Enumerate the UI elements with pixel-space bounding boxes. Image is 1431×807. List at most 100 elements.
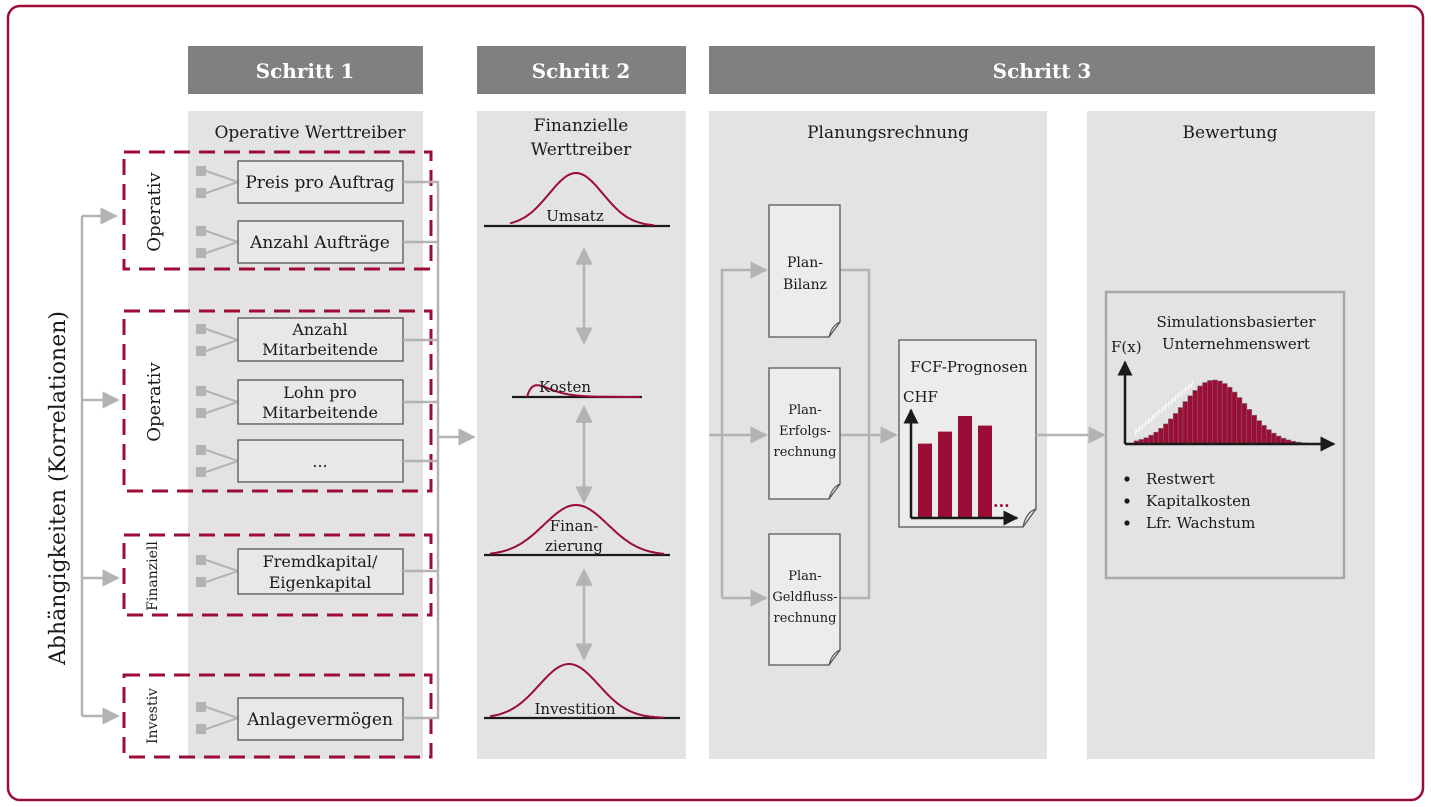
group-operativ-2 — [122, 309, 433, 493]
group-label-operativ-1: Operativ — [144, 171, 165, 251]
dist-curve-investition — [489, 663, 664, 719]
bullet-dot-3 — [1124, 520, 1130, 526]
dist-curve-finanzierung — [489, 503, 665, 555]
driver-fk-label-2: Eigenkapital — [269, 573, 372, 592]
histogram-bar — [1202, 382, 1208, 445]
group-investiv — [122, 673, 433, 759]
histogram-bar — [1182, 401, 1189, 445]
fcf-title: FCF-Prognosen — [910, 358, 1028, 376]
plan-erfolg-label-1: Plan- — [788, 403, 821, 418]
input-connector — [205, 170, 239, 183]
step1-label: Schritt 1 — [256, 59, 355, 83]
input-connector — [205, 241, 239, 254]
cdf-tick — [1183, 386, 1187, 394]
histogram-bar — [1187, 395, 1194, 445]
plan-erfolg-label-3: rechnung — [773, 445, 836, 460]
input-connector — [205, 460, 239, 473]
plan-bilanz-label-2: Bilanz — [783, 277, 827, 293]
histogram-bar — [1158, 428, 1164, 445]
plan-geld-label-1: Plan- — [788, 569, 821, 584]
fcf-bar — [918, 443, 932, 518]
plan-geld-label-3: rechnung — [773, 611, 836, 626]
histogram-bar — [1221, 383, 1228, 445]
cdf-tick — [1177, 392, 1181, 399]
fcf-bar — [958, 416, 972, 518]
input-connector — [205, 390, 239, 403]
input-square — [196, 166, 206, 176]
input-connector — [205, 559, 239, 572]
input-square — [196, 408, 206, 418]
input-square — [196, 555, 206, 565]
bullet-dot-2 — [1124, 498, 1130, 504]
cdf-tick — [1134, 428, 1138, 436]
fcf-bar — [938, 431, 952, 518]
step3-header — [709, 46, 1375, 94]
plan-erfolg-label-2: Erfolgs- — [779, 424, 831, 439]
cdf-tick — [1167, 400, 1171, 408]
fcf-ellipsis: ... — [993, 492, 1010, 511]
input-square — [196, 467, 206, 477]
histogram-bar — [1168, 418, 1174, 445]
fcf-bar — [978, 425, 992, 518]
plan-geld-label-2: Geldfluss- — [772, 590, 837, 605]
driver-anlage-label: Anlagevermögen — [246, 710, 393, 730]
operative-panel — [188, 111, 423, 759]
dist-curve-umsatz — [509, 171, 655, 227]
plan-bilanz-doc — [768, 204, 841, 338]
driver-box-fk-ek — [237, 548, 404, 595]
step2-label: Schritt 2 — [532, 59, 631, 83]
input-connector — [205, 570, 239, 583]
valuation-cdf-ticks — [1134, 381, 1194, 436]
step1-header — [188, 46, 423, 94]
input-square — [196, 248, 206, 258]
histogram-bar — [1231, 391, 1238, 445]
histogram-bar — [1172, 413, 1179, 445]
planning-panel-title: Planungsrechnung — [807, 123, 969, 143]
dist-label-kosten: Kosten — [539, 378, 591, 396]
driver-fk-label-1: Fremdkapital/ — [263, 552, 378, 571]
step2-header — [477, 46, 686, 94]
cdf-tick — [1173, 395, 1177, 402]
histogram-bar — [1197, 385, 1204, 445]
bullet-restwert: Restwert — [1146, 470, 1215, 488]
driver-anzahl-ma-label-2: Mitarbeitende — [262, 340, 378, 359]
input-square — [196, 445, 206, 455]
input-connector — [205, 401, 239, 414]
group-label-finanziell: Finanziell — [145, 541, 161, 611]
cdf-tick — [1180, 389, 1184, 396]
input-square — [196, 724, 206, 734]
driver-lohn-label-2: Mitarbeitende — [262, 403, 378, 422]
bullet-dot-1 — [1124, 476, 1130, 482]
input-connector — [205, 181, 239, 194]
cdf-tick — [1144, 420, 1148, 427]
bullet-kapitalkosten: Kapitalkosten — [1146, 492, 1251, 510]
driver-anzahl-auftraege-label: Anzahl Aufträge — [249, 233, 390, 253]
driver-inputs — [196, 166, 239, 734]
histogram-bar — [1153, 431, 1160, 445]
input-square — [196, 577, 206, 587]
histogram-bar — [1148, 434, 1155, 445]
input-square — [196, 226, 206, 236]
driver-collector — [403, 180, 476, 720]
cdf-tick — [1154, 412, 1157, 419]
histogram-bar — [1261, 425, 1267, 445]
driver-box-anzahl-auftraege — [237, 220, 404, 264]
cdf-tick — [1140, 423, 1144, 430]
input-connector — [205, 449, 239, 462]
input-connector — [205, 706, 239, 719]
fcf-unit: CHF — [903, 388, 938, 406]
driver-preis-label: Preis pro Auftrag — [245, 173, 394, 193]
dependency-bracket — [80, 207, 120, 725]
histogram-bar — [1236, 397, 1243, 445]
group-operativ-1 — [122, 150, 433, 271]
valuation-title-2: Unternehmenswert — [1162, 335, 1310, 353]
histogram-bar — [1226, 386, 1233, 445]
driver-box-anzahl-ma — [237, 317, 404, 362]
input-connector — [205, 717, 239, 730]
histogram-bar — [1212, 379, 1218, 445]
driver-ellipsis-label: ... — [312, 452, 327, 471]
dist-label-finanz-2: zierung — [545, 537, 603, 555]
histogram-bar — [1270, 432, 1277, 445]
